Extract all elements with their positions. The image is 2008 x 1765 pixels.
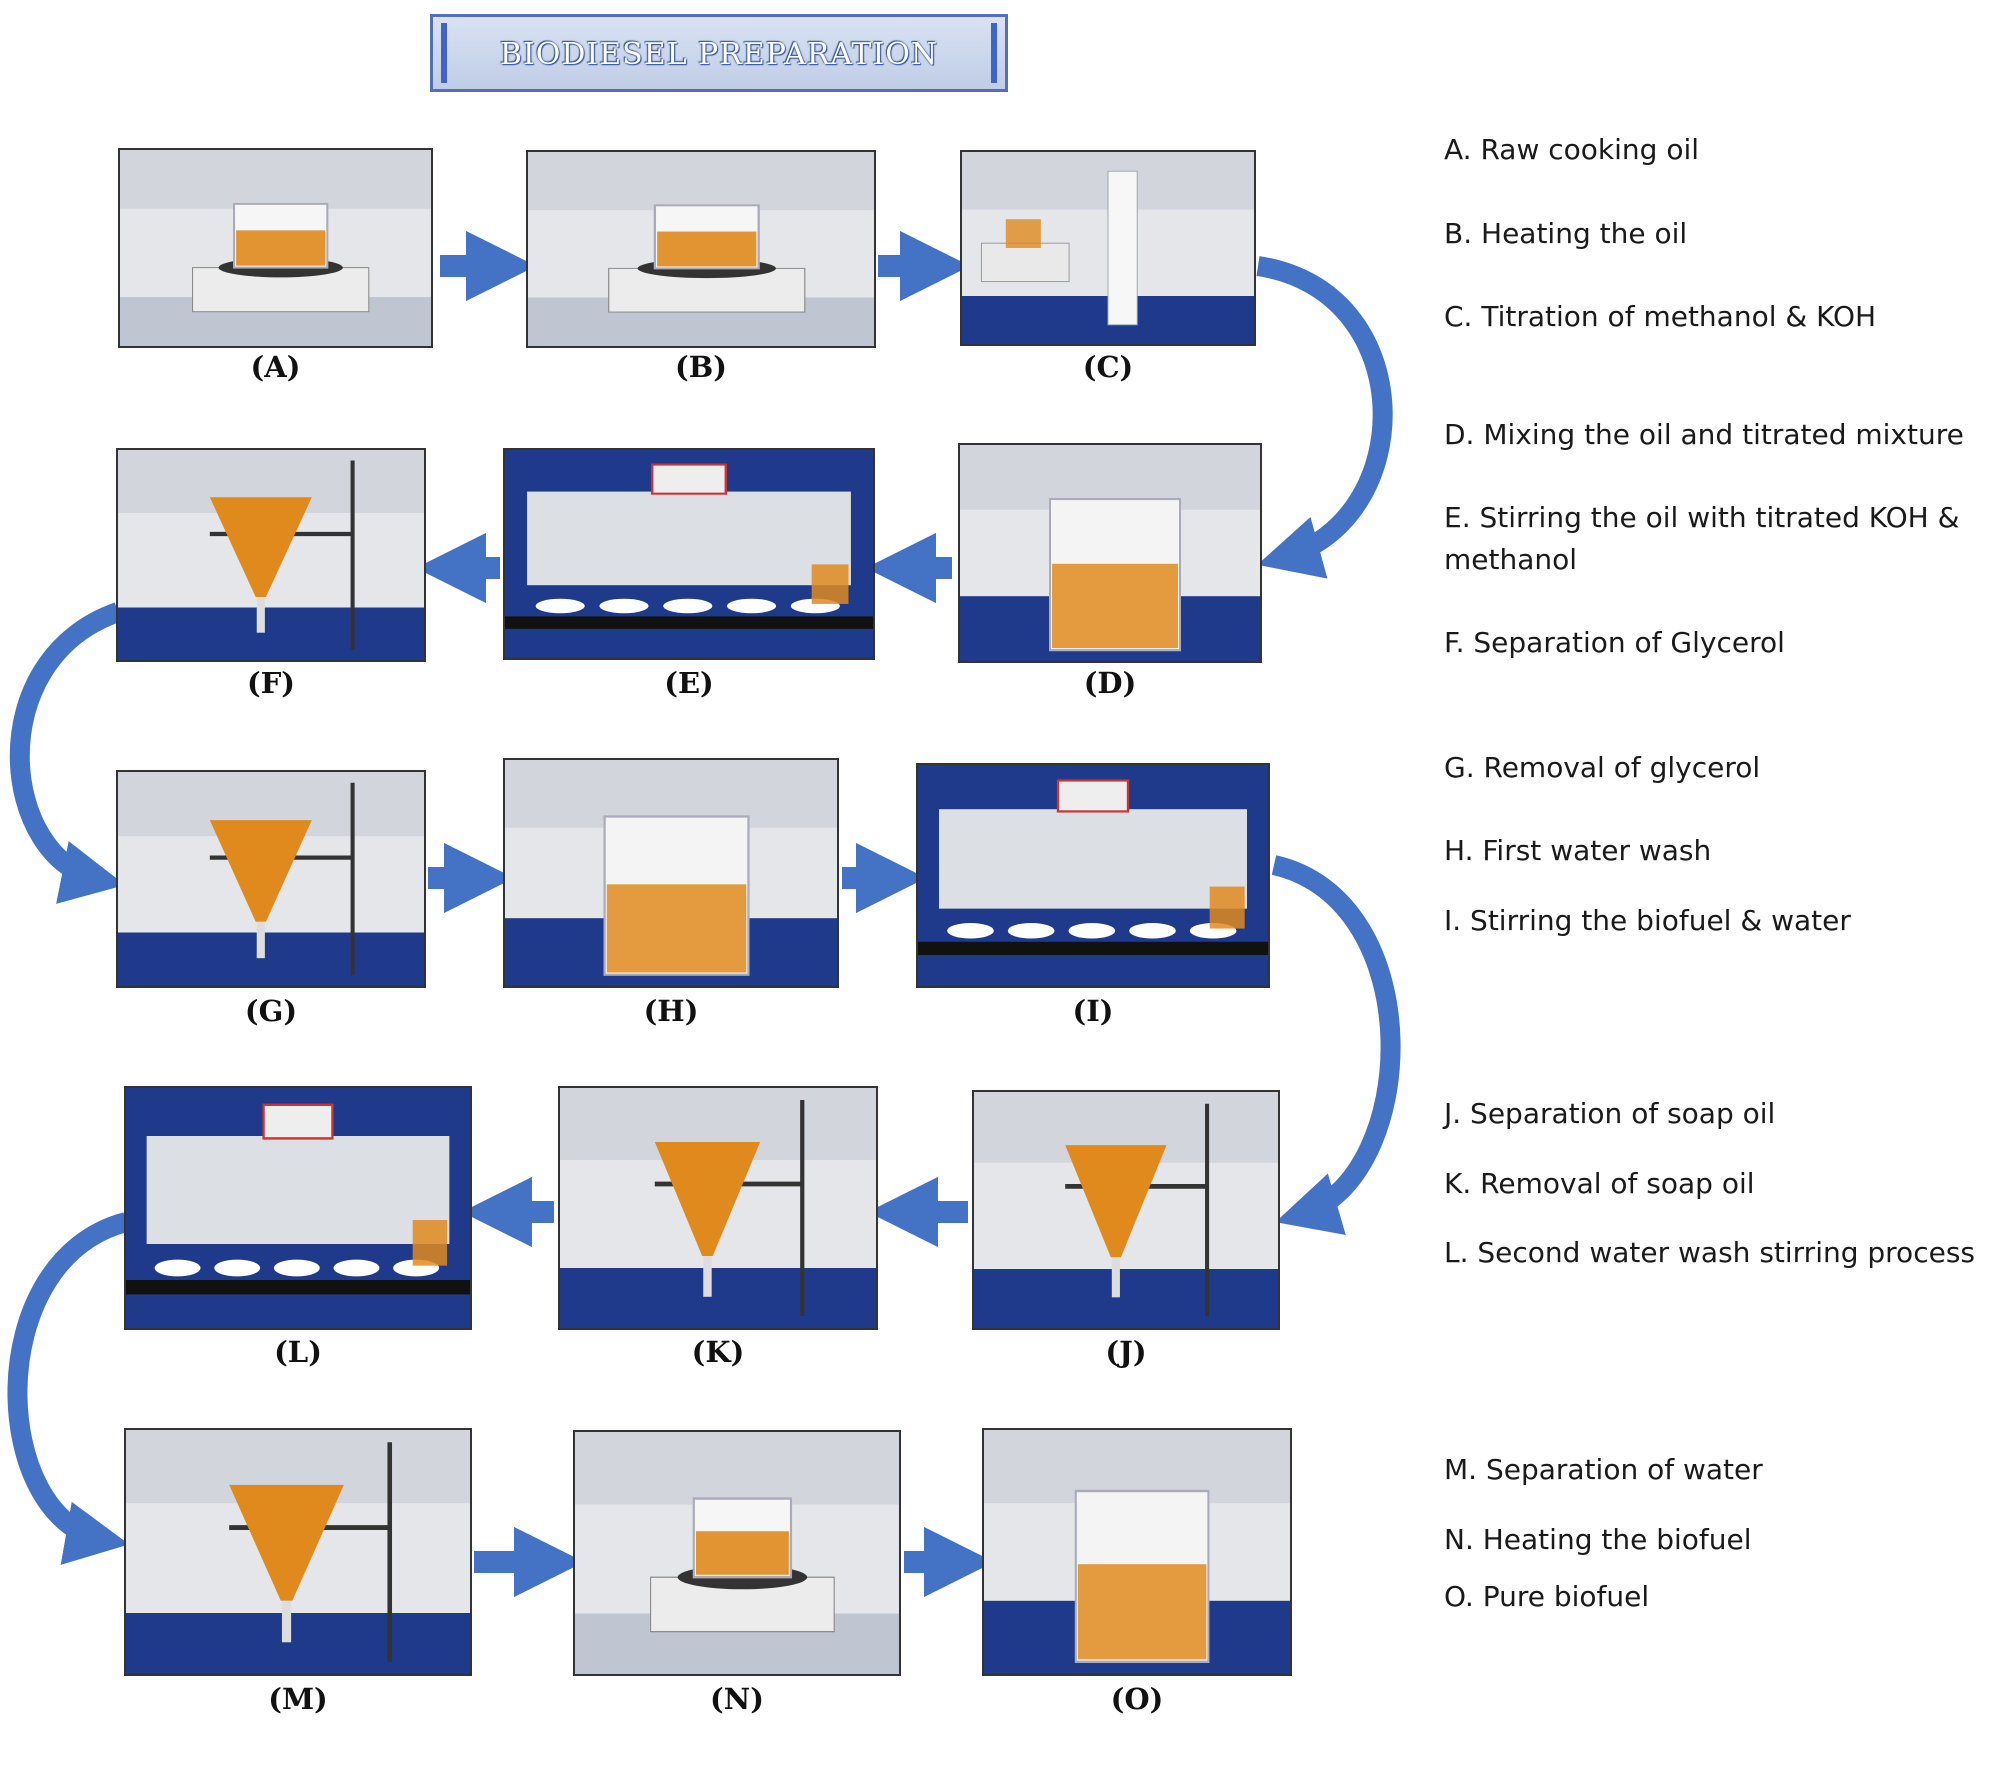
legend-item-k: K. Removal of soap oil <box>1444 1167 1755 1200</box>
step-label-j: (J) <box>1105 1335 1147 1369</box>
step-label-m: (M) <box>268 1682 328 1716</box>
photo-c <box>960 150 1256 346</box>
step-label-l: (L) <box>274 1335 322 1369</box>
legend-item-j: J. Separation of soap oil <box>1444 1097 1776 1130</box>
step-label-f: (F) <box>246 666 296 700</box>
step-label-c: (C) <box>1082 350 1134 384</box>
photo-m <box>124 1428 472 1676</box>
photo-b <box>526 150 876 348</box>
step-label-a: (A) <box>250 350 301 384</box>
title-banner: BIODIESEL PREPARATION <box>430 14 1008 92</box>
step-label-n: (N) <box>710 1682 764 1716</box>
arrow-f-to-g <box>9 602 126 904</box>
legend-item-c: C. Titration of methanol & KOH <box>1444 300 1877 333</box>
legend-item-e: E. Stirring the oil with titrated KOH & … <box>1444 501 1960 576</box>
step-label-k: (K) <box>691 1335 745 1369</box>
photo-d <box>958 443 1262 663</box>
step-label-o: (O) <box>1110 1682 1164 1716</box>
step-label-i: (I) <box>1072 994 1114 1028</box>
step-label-g: (G) <box>244 994 298 1028</box>
legend-item-o: O. Pure biofuel <box>1444 1580 1650 1613</box>
step-label-e: (E) <box>664 666 714 700</box>
photo-a <box>118 148 433 348</box>
legend-item-d: D. Mixing the oil and titrated mixture <box>1444 418 1964 451</box>
legend-item-n: N. Heating the biofuel <box>1444 1523 1752 1556</box>
diagram-title: BIODIESEL PREPARATION <box>499 37 939 72</box>
photo-j <box>972 1090 1280 1330</box>
photo-g <box>116 770 426 988</box>
arrow-l-to-m <box>7 1212 130 1565</box>
photo-f <box>116 448 426 662</box>
step-label-d: (D) <box>1083 666 1137 700</box>
legend-item-l: L. Second water wash stirring process <box>1444 1236 1975 1269</box>
photo-n <box>573 1430 901 1676</box>
legend-item-b: B. Heating the oil <box>1444 217 1688 250</box>
photo-i <box>916 763 1270 988</box>
arrow-i-to-j <box>1271 855 1401 1235</box>
photo-o <box>982 1428 1292 1676</box>
legend-item-h: H. First water wash <box>1444 834 1712 867</box>
photo-l <box>124 1086 472 1330</box>
photo-k <box>558 1086 878 1330</box>
arrow-c-to-d <box>1256 256 1393 579</box>
legend-item-f: F. Separation of Glycerol <box>1444 626 1785 659</box>
step-label-b: (B) <box>675 350 727 384</box>
photo-e <box>503 448 875 660</box>
step-label-h: (H) <box>643 994 699 1028</box>
legend-item-m: M. Separation of water <box>1444 1453 1763 1486</box>
legend-item-a: A. Raw cooking oil <box>1444 133 1700 166</box>
legend-item-i: I. Stirring the biofuel & water <box>1444 904 1851 937</box>
legend-item-g: G. Removal of glycerol <box>1444 751 1761 784</box>
photo-h <box>503 758 839 988</box>
